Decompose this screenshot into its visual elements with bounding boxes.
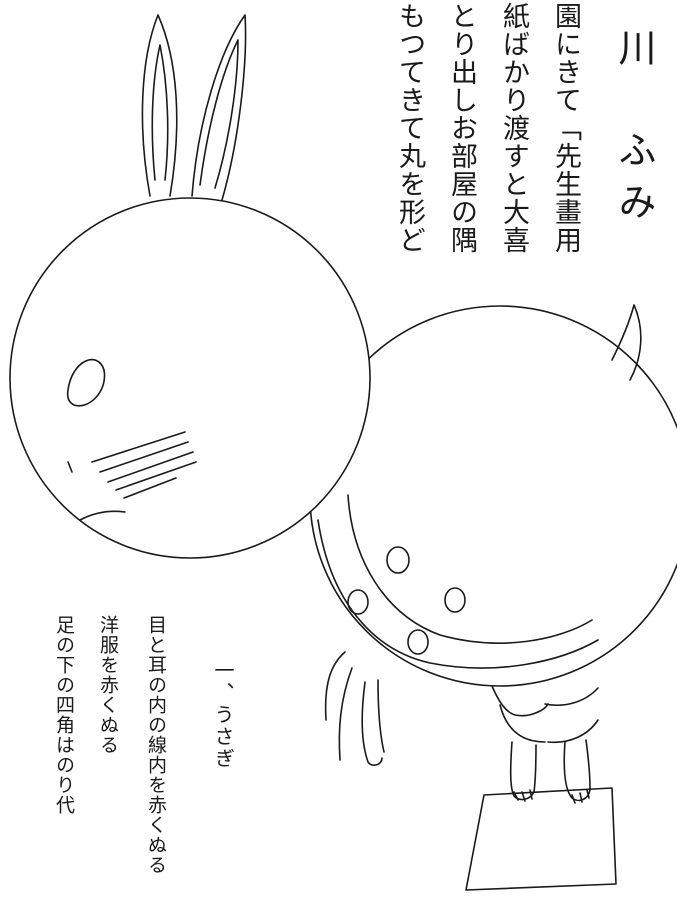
rabbit-ear-left-inner [152, 45, 167, 180]
rabbit-collar-lower [348, 495, 592, 643]
rabbit-back-leg [511, 742, 536, 799]
author-name: 川ふみ [612, 28, 656, 234]
rabbit-front-leg [326, 652, 345, 720]
rabbit-mouth [80, 511, 125, 520]
rabbit-eye [68, 360, 105, 406]
rabbit-front-leg [339, 668, 352, 760]
rabbit-pants [492, 686, 548, 716]
rabbit-ear-right-inner [200, 40, 238, 188]
rabbit-toes [572, 790, 589, 803]
glue-tab [466, 788, 616, 890]
rabbit-chin [68, 462, 72, 472]
rabbit-collar [318, 520, 598, 668]
rabbit-tail [612, 305, 641, 380]
rabbit-head [10, 198, 370, 558]
story-line-2: 紙ばかり渡すと大喜 [498, 2, 529, 254]
rabbit-pants [500, 705, 545, 742]
rabbit-whisker [100, 442, 188, 472]
rabbit-ear-right [192, 15, 246, 200]
rabbit-pants [548, 720, 598, 742]
craft-note-line-1: 目と耳の内の線内を赤くぬる [145, 615, 167, 875]
story-line-4: もつてきて丸を形ど [394, 2, 425, 254]
rabbit-whisker [108, 452, 193, 482]
rabbit-ear-left [142, 15, 176, 196]
craft-note-title: 一、うさぎ [211, 660, 235, 770]
rabbit-button [387, 547, 409, 573]
rabbit-whisker [124, 478, 176, 498]
rabbit-front-leg [378, 680, 384, 752]
rabbit-button [348, 590, 368, 614]
author-given-name: ふみ [612, 130, 656, 234]
rabbit-back-leg [564, 740, 590, 800]
rabbit-whisker [92, 432, 185, 462]
craft-note-line-2: 洋服を赤くぬる [97, 615, 119, 755]
rabbit-pants [545, 688, 598, 705]
craft-note-line-3: 足の下の四角はのり代 [53, 615, 75, 815]
rabbit-button [408, 630, 428, 654]
story-line-3: とり出しお部屋の隅 [446, 2, 477, 254]
rabbit-whisker [116, 462, 196, 490]
story-line-1: 園にきて「先生畫用 [550, 2, 581, 254]
author-surname: 川 [612, 28, 656, 80]
rabbit-front-leg [362, 682, 382, 765]
rabbit-button [445, 588, 465, 612]
